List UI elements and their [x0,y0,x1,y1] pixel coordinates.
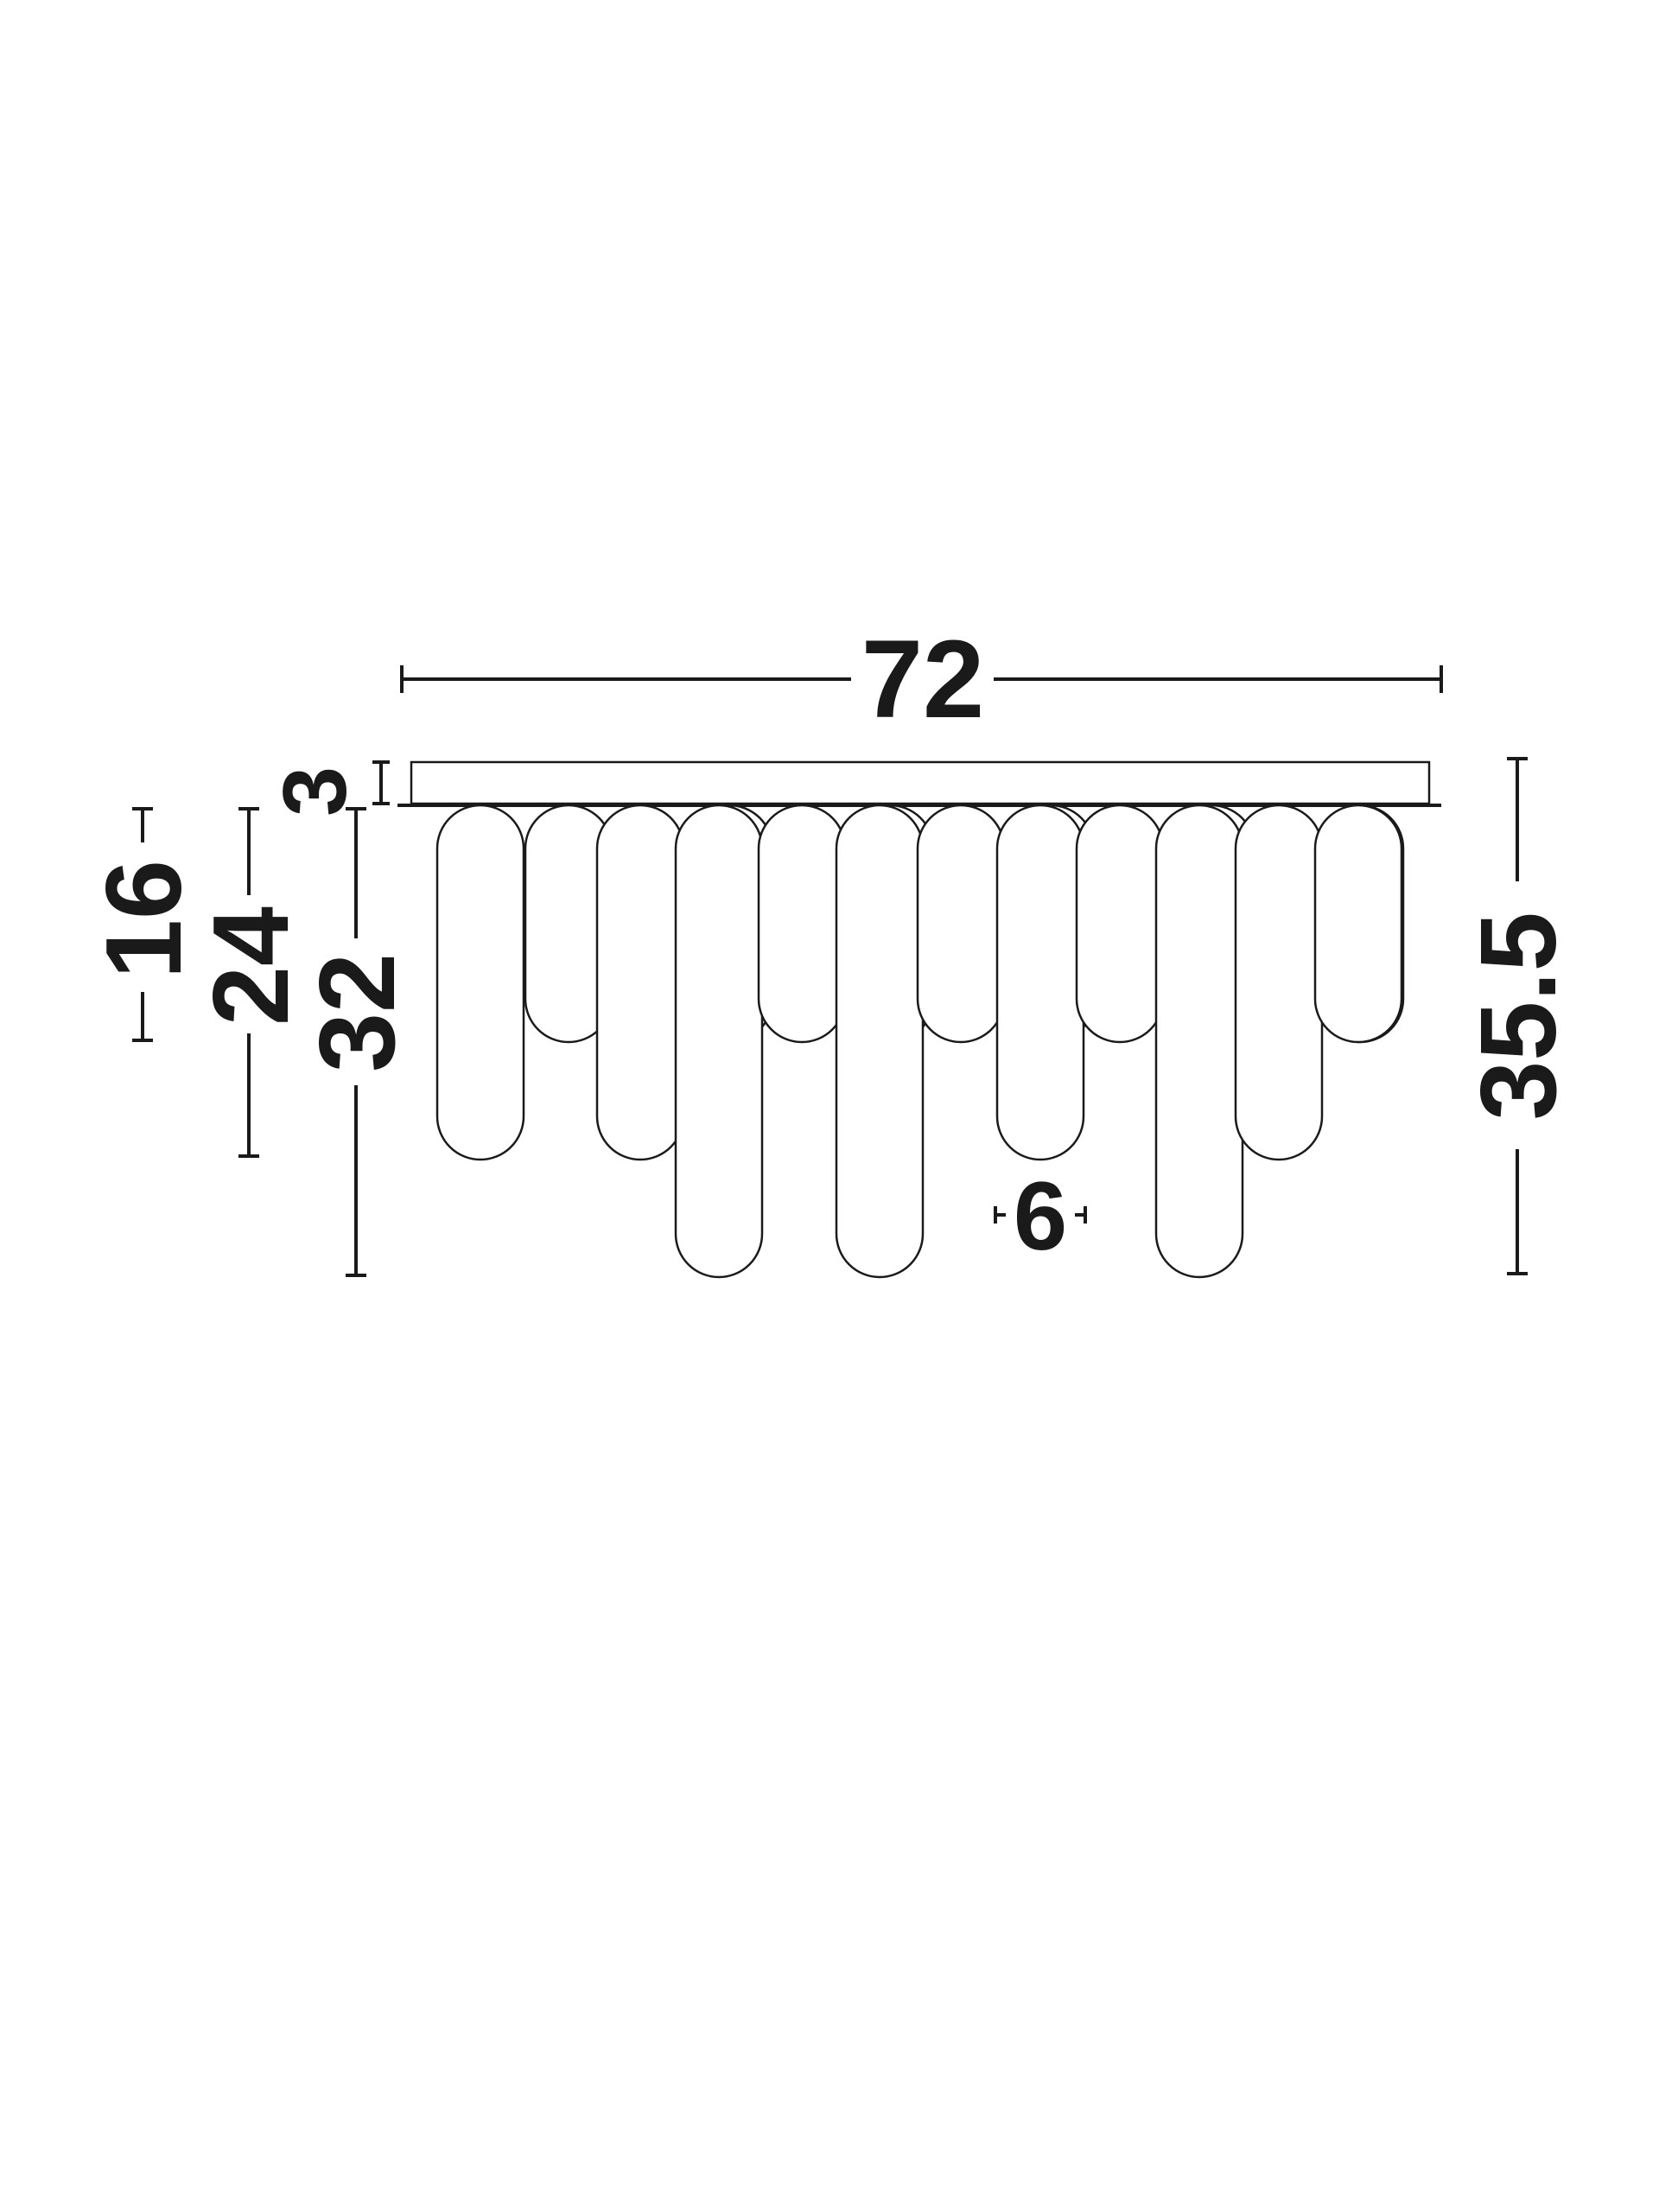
short-drop-label: 16 [85,860,204,979]
pendant [1234,804,1324,1161]
pendant [674,804,764,1279]
pendant [916,804,1006,1044]
pendant [1075,804,1165,1044]
overall-height-dimension: 35.5 [1459,757,1579,1275]
overall-height-label: 35.5 [1459,912,1579,1120]
width-dimension: 72 [400,618,1443,741]
pendant [757,804,847,1044]
pendant-width-label: 6 [1014,1162,1067,1270]
pendant-width-dimension: 6 [994,1162,1087,1270]
medium-drop-label: 24 [192,906,311,1026]
canopy [397,760,1441,807]
pendants [435,804,1405,1279]
pendant [835,804,925,1279]
pendant [995,804,1085,1161]
pendant [435,804,525,1161]
pendant [1313,804,1403,1044]
long-drop-label: 32 [298,953,417,1072]
canopy-dimension: 3 [265,760,390,817]
pendant [1154,804,1244,1279]
width-label: 72 [861,618,984,741]
pendant [595,804,685,1161]
short-drop-dimension: 16 [85,807,204,1042]
medium-drop-dimension: 24 [192,807,311,1158]
long-drop-dimension: 32 [298,807,417,1277]
